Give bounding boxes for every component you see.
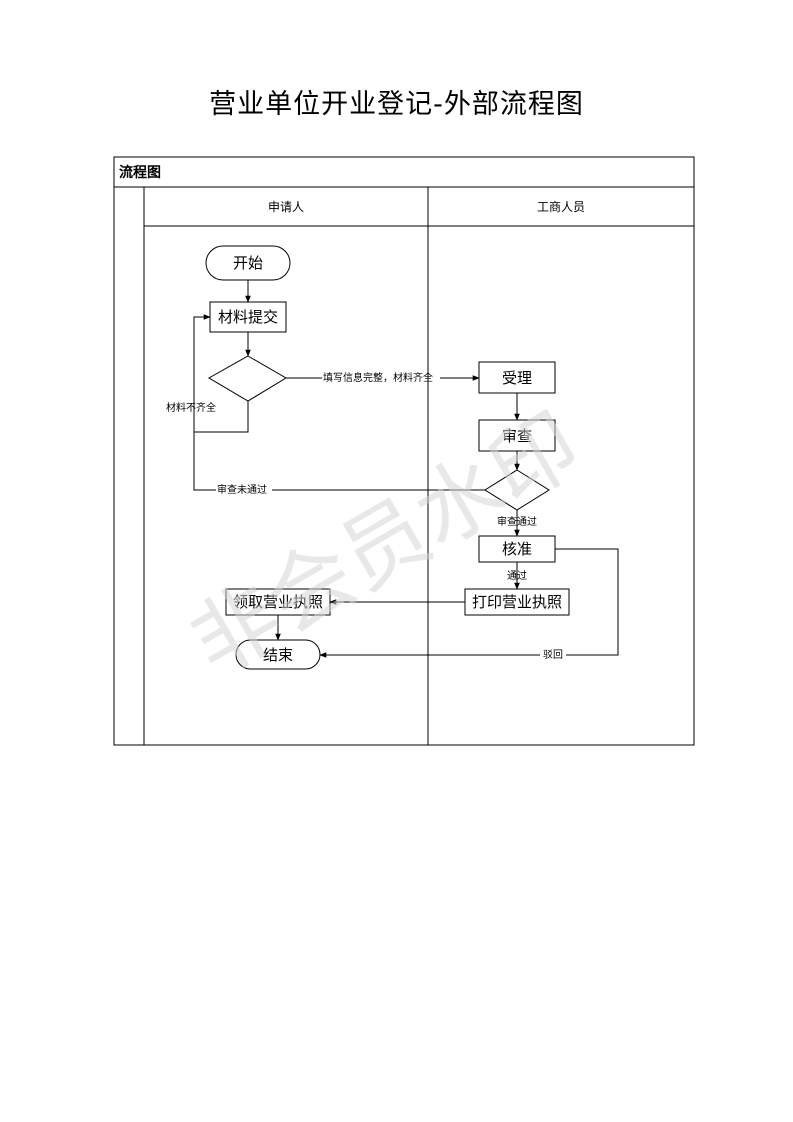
flowchart-frame [113,156,695,746]
approve-label: 核准 [502,540,532,558]
edge-review-fail-back [193,432,216,491]
edge-reject [555,548,619,656]
print-label: 打印营业执照 [472,593,562,611]
edge-label-reject: 驳回 [543,649,563,661]
review-label: 审查 [502,427,532,445]
edge-label-complete: 填写信息完整，材料齐全 [323,371,433,384]
start-label: 开始 [233,254,263,272]
completeness-decision [207,355,287,402]
page-title: 营业单位开业登记-外部流程图 [209,89,584,120]
flowchart-header: 流程图 [119,164,161,181]
submit-node [209,301,287,333]
lane-staff: 工商人员 [537,199,585,214]
accept-label: 受理 [502,369,532,387]
edge-label-pass: 通过 [507,569,527,582]
receive-label: 领取营业执照 [233,593,323,611]
accept-node [478,361,556,394]
submit-label: 材料提交 [218,308,278,326]
edge-label-review-fail: 审查未通过 [217,483,267,496]
end-label: 结束 [263,646,293,664]
edge-label-incomplete: 材料不齐全 [166,401,216,414]
lane-applicant: 申请人 [268,200,304,214]
edge-label-review-pass: 审查通过 [497,515,537,528]
review-node [478,419,556,452]
print-node [464,588,570,616]
receive-node [225,588,331,616]
